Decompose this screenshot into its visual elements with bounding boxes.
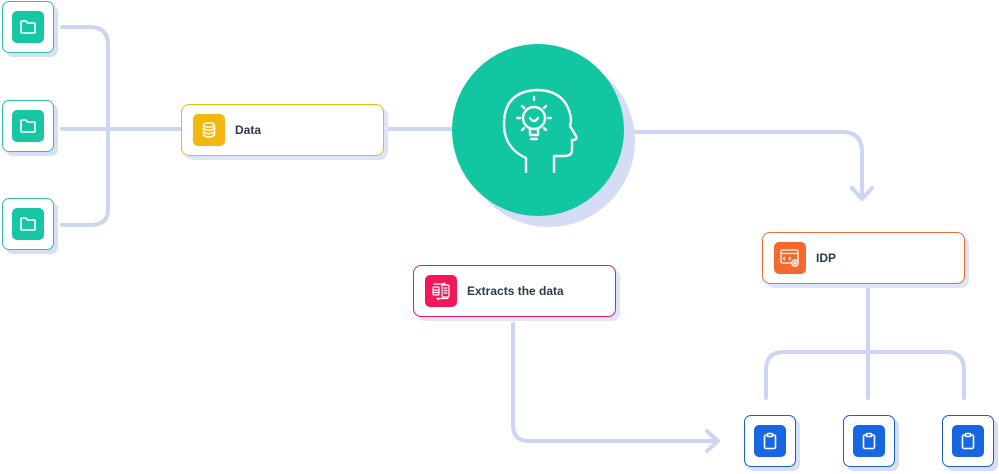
connector-output-branch (764, 350, 966, 400)
clipboard-icon (754, 425, 786, 457)
connector-brain-idp (620, 130, 864, 199)
folder-icon (12, 11, 44, 43)
brain-lightbulb-icon (502, 88, 578, 174)
brain-node[interactable] (452, 44, 624, 216)
code-settings-icon (774, 242, 806, 274)
output-clipboard-tile-1[interactable] (744, 415, 796, 467)
database-icon (193, 114, 225, 146)
connector-extract-output (511, 322, 718, 443)
clipboard-icon (853, 425, 885, 457)
clipboard-icon (952, 425, 984, 457)
arrowhead-output (705, 429, 720, 453)
arrowhead-idp (850, 186, 874, 201)
output-clipboard-tile-3[interactable] (942, 415, 994, 467)
connector-source-1 (60, 25, 110, 227)
source-folder-tile-2[interactable] (2, 100, 54, 152)
folder-icon (12, 208, 44, 240)
data-card-label: Data (235, 123, 262, 137)
source-folder-tile-1[interactable] (2, 1, 54, 53)
output-clipboard-tile-2[interactable] (843, 415, 895, 467)
idp-card-label: IDP (816, 251, 837, 265)
document-extract-icon (425, 275, 457, 307)
folder-icon (12, 110, 44, 142)
source-folder-tile-3[interactable] (2, 198, 54, 250)
data-card[interactable]: Data (181, 104, 384, 156)
idp-card[interactable]: IDP (762, 232, 965, 284)
extract-card-label: Extracts the data (467, 284, 564, 298)
extract-card[interactable]: Extracts the data (413, 265, 616, 317)
